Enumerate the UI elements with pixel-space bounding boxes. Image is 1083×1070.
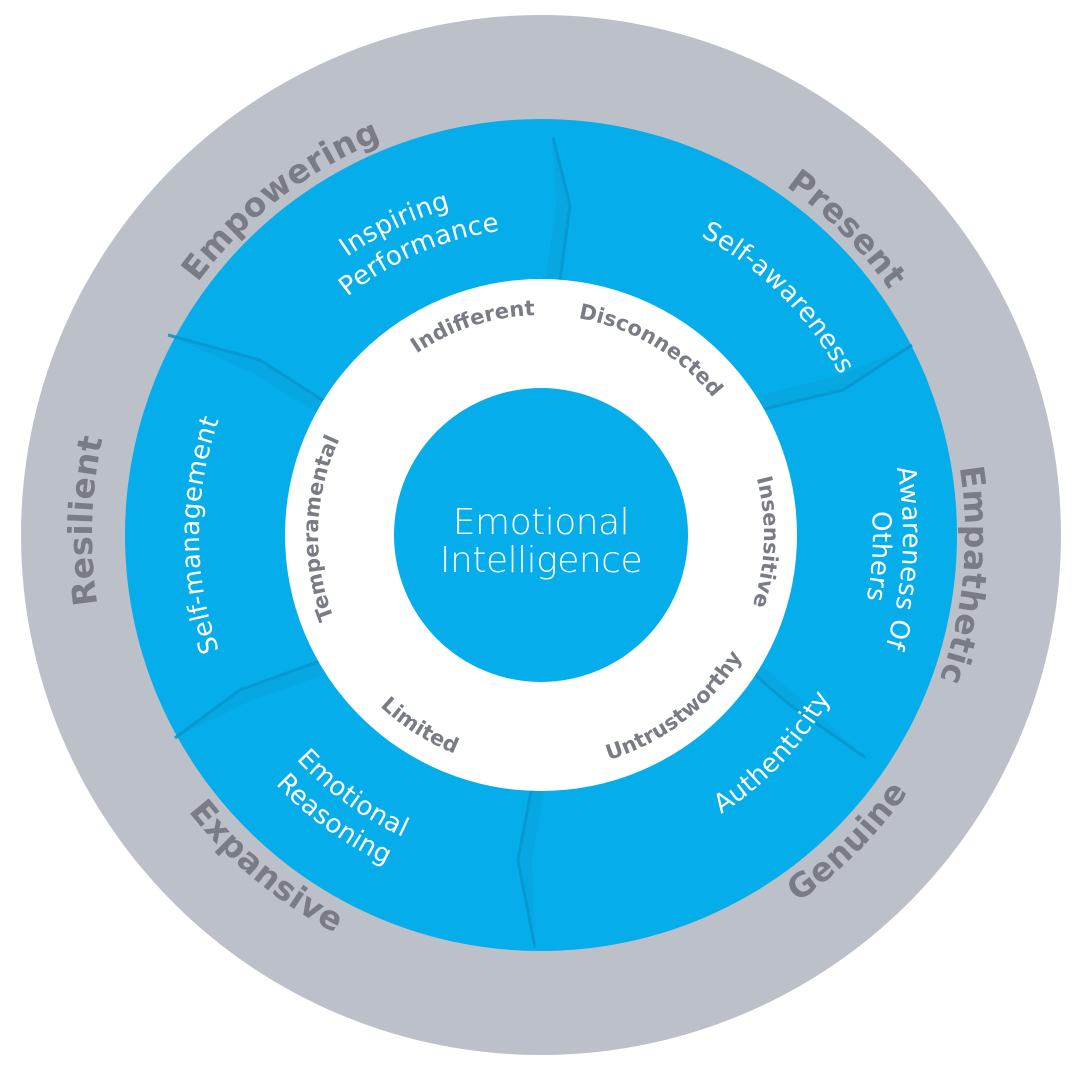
center-circle — [394, 388, 688, 682]
center-title-line1: Emotional — [452, 502, 630, 543]
center-title: Emotional Intelligence — [391, 504, 691, 580]
center-title-line2: Intelligence — [439, 540, 643, 581]
segment-shadows — [168, 138, 912, 948]
